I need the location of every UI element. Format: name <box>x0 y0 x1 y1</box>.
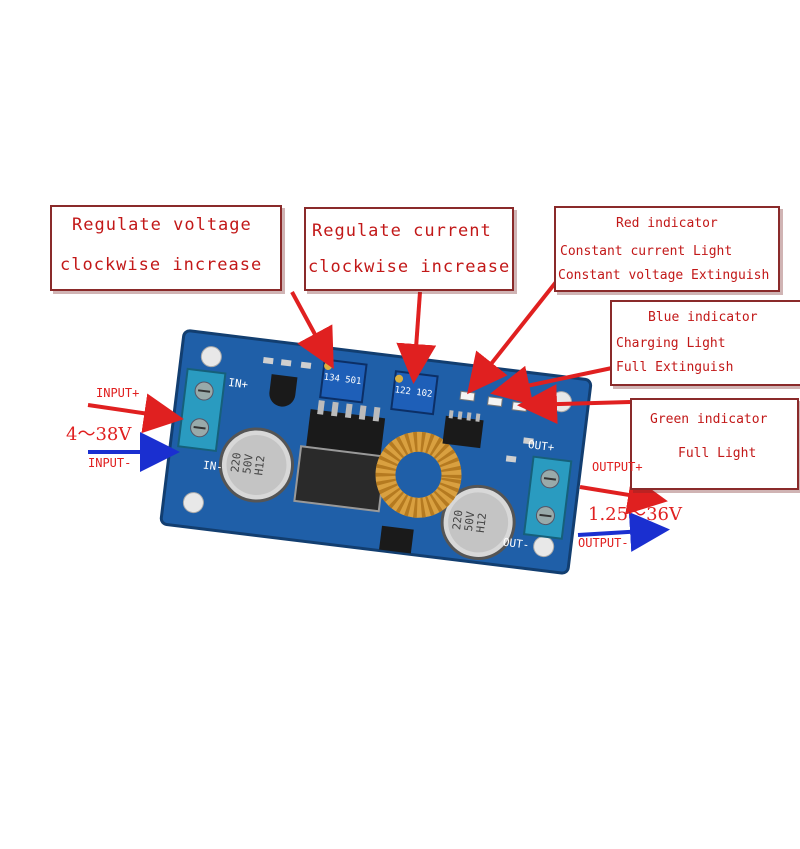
arrow-output-minus <box>577 511 670 552</box>
callout-current: Regulate current clockwise increase <box>304 207 514 291</box>
inductor-coil <box>375 431 462 518</box>
arrow-output-plus <box>579 475 668 515</box>
output-terminal <box>522 455 573 540</box>
control-ic <box>442 410 484 449</box>
arrow-red-led <box>467 280 558 395</box>
callout-blue-indicator: Blue indicator Charging Light Full Extin… <box>610 300 800 386</box>
callout-green-indicator: Green indicator Full Light <box>630 398 799 490</box>
pot2-code: 122 102 <box>393 385 433 400</box>
scene <box>87 280 670 575</box>
arrow-input-plus <box>87 393 184 434</box>
arrow-green-led <box>517 384 631 425</box>
input-plus-label: INPUT+ <box>96 386 140 400</box>
transistor <box>269 374 298 407</box>
blue-indicator-title: Blue indicator <box>648 310 758 325</box>
arrow-blue-led <box>490 365 613 405</box>
silk-in-plus: IN+ <box>227 375 249 392</box>
input-range-label: 4～38V <box>66 424 132 445</box>
silk-out-minus: OUT- <box>502 535 531 552</box>
arrow-voltage-pot <box>290 291 334 370</box>
input-terminal <box>177 367 227 453</box>
output-cap-marking: 220 50V H12 <box>450 509 490 534</box>
red-indicator-line1: Constant current Light <box>560 244 733 259</box>
blue-indicator-line2: Full Extinguish <box>616 360 734 375</box>
arrow-current-pot <box>396 291 437 384</box>
pot1-code: 134 501 <box>323 372 362 388</box>
output-capacitor <box>440 484 516 560</box>
mount-hole-tl <box>200 346 222 368</box>
callout-voltage: Regulate voltage clockwise increase <box>50 205 282 291</box>
diode <box>379 525 414 554</box>
green-indicator-title: Green indicator <box>650 412 768 427</box>
callout-voltage-line2: clockwise increase <box>60 255 263 275</box>
cap-series: H12 <box>252 454 268 477</box>
input-cap-marking: 220 50V H12 <box>228 452 268 477</box>
cap-series: H12 <box>473 512 490 534</box>
callout-current-line1: Regulate current <box>312 221 492 241</box>
output-minus-label: OUTPUT- <box>578 536 629 550</box>
output-plus-label: OUTPUT+ <box>592 460 643 474</box>
red-indicator-title: Red indicator <box>616 216 718 231</box>
callout-red-indicator: Red indicator Constant current Light Con… <box>554 206 780 292</box>
callout-voltage-line1: Regulate voltage <box>72 215 252 235</box>
red-indicator-line2: Constant voltage Extinguish <box>558 268 770 283</box>
silk-out-plus: OUT+ <box>527 437 556 455</box>
green-indicator-line1: Full Light <box>678 446 757 461</box>
silk-in-minus: IN- <box>202 458 224 474</box>
mount-hole-bl <box>182 492 204 514</box>
input-capacitor <box>218 427 294 503</box>
blue-indicator-line1: Charging Light <box>616 336 726 351</box>
output-range-label: 1.25～36V <box>588 504 682 525</box>
regulator-ic <box>293 400 387 513</box>
input-minus-label: INPUT- <box>88 456 132 470</box>
callout-current-line2: clockwise increase <box>308 257 511 277</box>
